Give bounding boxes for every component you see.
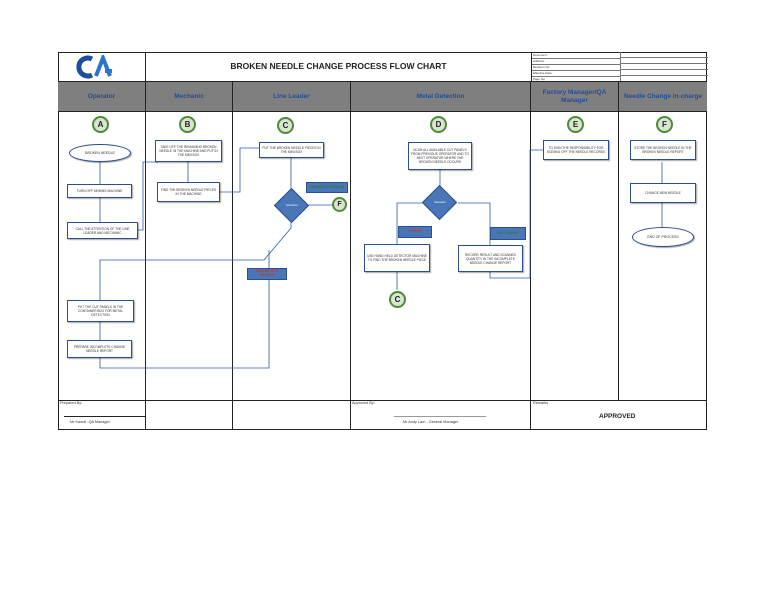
prepared-by-label: Prepared By: (60, 401, 83, 405)
meta-value-lines (621, 52, 708, 81)
lane-marker-f: F (656, 116, 673, 133)
lane-header-factory-manager: Factory Manager/QA Manager (531, 82, 619, 111)
step-change-new-needle: CHANGE NEW NEEDLE (630, 183, 696, 203)
lane-divider (350, 112, 351, 430)
company-logo (70, 52, 118, 79)
lane-marker-e: E (567, 116, 584, 133)
label-incomplete-needle: INCOMPLETE NEEDLE (247, 268, 287, 280)
document-meta-table: Document: Address: Revision No: Effectiv… (531, 52, 708, 81)
lane-divider (530, 112, 531, 430)
step-take-off-needle: TAKE OFF THE REMAINING BROKEN NEEDLE IN … (155, 140, 222, 162)
step-put-pieces-minibox: PUT THE BROKEN NEEDLE PIECES IN THE MINI… (259, 142, 324, 158)
step-use-handheld-detector: USE HAND HELD DETECTOR MACHINE TO FIND T… (364, 244, 430, 272)
label-found: FOUND (398, 226, 432, 238)
approval-status: APPROVED (599, 413, 636, 420)
meta-address: Address: (532, 58, 621, 65)
meta-divider (620, 52, 621, 81)
meta-revision: Revision No: (532, 64, 621, 71)
approved-by-label: Approved By: (352, 401, 375, 405)
lane-divider (232, 112, 233, 430)
step-call-attention: CALL THE ATTENTION OF THE LINE LEADER AN… (67, 222, 138, 239)
step-record-result: RECORD RESULT AND SCANNED QUANTITY IN TH… (458, 245, 523, 272)
connector-f: F (332, 197, 347, 212)
lane-divider (145, 112, 146, 430)
step-scan-all-panels: SCAN ALL AVAILABLE CUT PANELS FROM PREVI… (408, 142, 472, 170)
meta-effective-date: Effective Date: (532, 70, 621, 77)
logo-divider (145, 52, 146, 81)
footer-top-border (58, 400, 707, 401)
lane-marker-b: B (179, 116, 196, 133)
end-of-process: END OF PROCESS (632, 227, 694, 247)
approved-signature-line (394, 416, 486, 417)
prepared-by-name: Mr Kamal -QA Manager (70, 420, 110, 424)
meta-document: Document: (532, 52, 621, 59)
lane-header-mechanic: Mechanic (146, 82, 233, 111)
step-sign-responsibility: TO SIGN THE RESPONSIBILITY FOR SIGNING O… (543, 140, 609, 160)
meta-page-no: Page No: (533, 77, 546, 81)
chart-title: BROKEN NEEDLE CHANGE PROCESS FLOW CHART (230, 61, 447, 71)
start-broken-needle: BROKEN NEEDLE (69, 144, 131, 162)
decision-metal-detection-label: Decision (434, 200, 446, 204)
step-find-pieces: FIND THE BROKEN NEEDLE PIECES IN THE MAC… (157, 182, 220, 202)
lane-marker-d: D (430, 116, 447, 133)
label-not-found: NOT FOUND (490, 227, 526, 240)
step-prepare-report: PREPARE INCOMPLETE CHANGE NEEDLE REPORT (67, 340, 132, 358)
lane-header-needle-change: Needle Change In-charge (619, 82, 707, 111)
label-complete-needle: COMPLETE NEEDLE (306, 182, 348, 193)
connector-c: C (389, 291, 406, 308)
lane-header-operator: Operator (58, 82, 146, 111)
prepared-signature-line (64, 416, 146, 417)
step-store-broken-needle: STORE THE BROKEN NEEDLE IN THE BROKEN NE… (630, 140, 696, 160)
decision-line-leader-label: Decision (286, 203, 298, 207)
approved-by-name: Mr Andy Lam - General Manager (403, 420, 459, 424)
lane-header-line-leader: Line Leader (233, 82, 351, 111)
lane-marker-c: C (277, 117, 294, 134)
chart-frame (58, 52, 707, 430)
lane-divider (618, 112, 619, 400)
remarks-label: Remarks (533, 401, 549, 405)
lane-marker-a: A (92, 116, 109, 133)
step-put-cut-panels: PUT THE CUT PANELS IN THE CONTAINER BOX … (67, 300, 134, 322)
step-turn-off-machine: TURN OFF SEWING MACHINE (67, 184, 132, 198)
lane-header-metal-detection: Metal Detection (351, 82, 531, 111)
